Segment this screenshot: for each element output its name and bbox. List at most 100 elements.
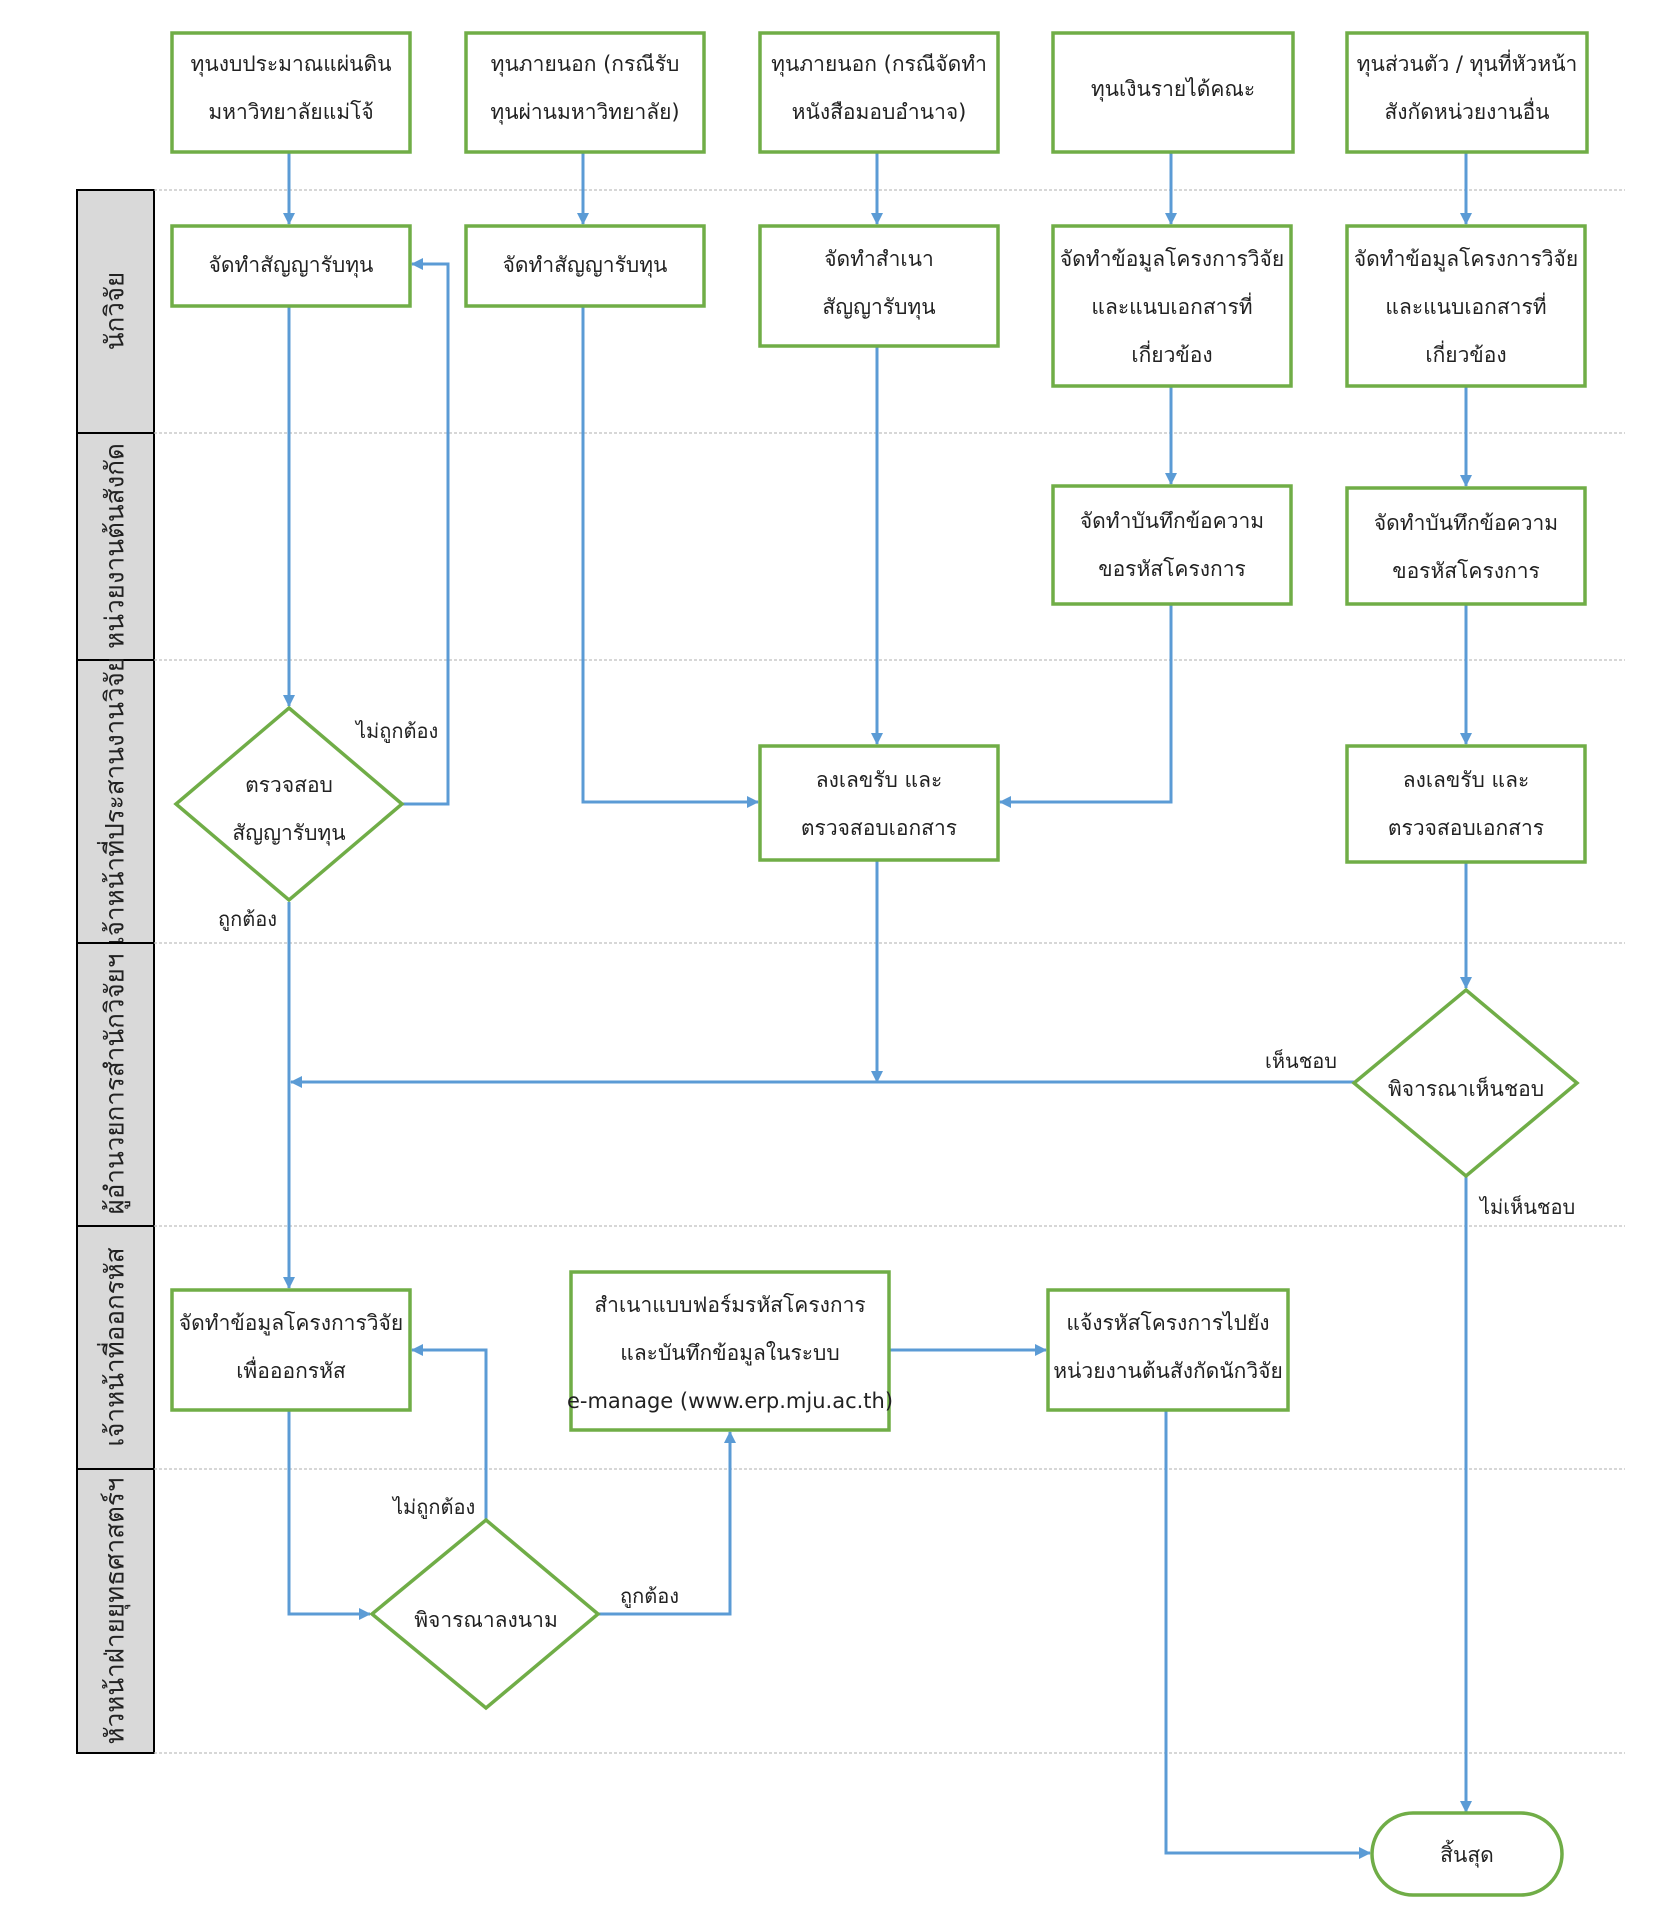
svg-text:จัดทำสำเนาสัญญารับทุน: จัดทำสำเนาสัญญารับทุน (822, 247, 935, 320)
node-line: แจ้งรหัสโครงการไปยัง (1066, 1311, 1269, 1335)
src5-node: ทุนส่วนตัว / ทุนที่หัวหน้าสังกัดหน่วยงาน… (1345, 31, 1589, 154)
arrow-d3-right-e2 (598, 1431, 736, 1616)
node-line: ทุนภายนอก (กรณีจัดทำ (771, 52, 987, 77)
lane-affiliated-unit: หน่วยงานต้นสังกัด (76, 432, 155, 661)
lane-label: ผู้อำนวยการสำนักวิจัยฯ (101, 953, 131, 1214)
lane-dividers (154, 189, 1625, 1754)
d1-decision: ตรวจสอบสัญญารับทุน (173, 705, 405, 903)
node-line: ลงเลขรับ และ (816, 768, 943, 792)
node-line: จัดทำข้อมูลโครงการวิจัย (1060, 247, 1284, 272)
d3-wrong-label: ไม่ถูกต้อง (391, 1495, 475, 1520)
d2-no-label: ไม่เห็นชอบ (1478, 1194, 1575, 1219)
arrow-m4-c3 (999, 604, 1173, 808)
lane-label: หน่วยงานต้นสังกัด (101, 443, 131, 649)
lane-label: เจ้าหน้าที่ออกรหัส (97, 1247, 131, 1446)
svg-text:ลงเลขรับ และตรวจสอบเอกสาร: ลงเลขรับ และตรวจสอบเอกสาร (801, 768, 957, 840)
arrow-e3-end (1164, 1410, 1371, 1859)
connectors (283, 152, 1472, 1859)
lane-research-coordinator: เจ้าหน้าที่ประสานงานวิจัย (76, 657, 155, 945)
node-line: สำเนาแบบฟอร์มรหัสโครงการ (594, 1293, 865, 1317)
svg-text:สำเนาแบบฟอร์มรหัสโครงการและบัน: สำเนาแบบฟอร์มรหัสโครงการและบันทึกข้อมูลใ… (567, 1293, 893, 1413)
arrow-d3-wrong-e1 (411, 1344, 488, 1520)
node-line: จัดทำสำเนา (824, 247, 934, 271)
node-line: จัดทำสัญญารับทุน (503, 253, 668, 278)
m4-node: จัดทำบันทึกข้อความขอรหัสโครงการ (1051, 484, 1293, 606)
node-line: เกี่ยวข้อง (1131, 340, 1212, 367)
c3-node: ลงเลขรับ และตรวจสอบเอกสาร (758, 744, 1000, 862)
branch-labels: ไม่ถูกต้อง ถูกต้อง เห็นชอบ ไม่เห็นชอบ ไม… (218, 719, 1575, 1609)
svg-text:จัดทำบันทึกข้อความขอรหัสโครงกา: จัดทำบันทึกข้อความขอรหัสโครงการ (1080, 509, 1264, 581)
d1-wrong-label: ไม่ถูกต้อง (354, 719, 438, 744)
c5-node: ลงเลขรับ และตรวจสอบเอกสาร (1345, 744, 1587, 864)
nodes: ทุนงบประมาณแผ่นดินมหาวิทยาลัยแม่โจ้ ทุนภ… (170, 31, 1589, 1897)
svg-text:จัดทำข้อมูลโครงการวิจัยและแนบเ: จัดทำข้อมูลโครงการวิจัยและแนบเอกสารที่เก… (1060, 247, 1284, 367)
arrow-e1-d3 (287, 1410, 371, 1620)
src3-node: ทุนภายนอก (กรณีจัดทำหนังสือมอบอำนาจ) (758, 31, 1000, 154)
r5-node: จัดทำข้อมูลโครงการวิจัยและแนบเอกสารที่เก… (1345, 224, 1587, 388)
lane-research-director: ผู้อำนวยการสำนักวิจัยฯ (76, 942, 155, 1227)
d2-decision: พิจารณาเห็นชอบ (1351, 987, 1580, 1179)
node-line: หน่วยงานต้นสังกัดนักวิจัย (1053, 1359, 1283, 1383)
r2-node: จัดทำสัญญารับทุน (464, 224, 706, 308)
node-line: หนังสือมอบอำนาจ) (792, 100, 967, 124)
e3-node: แจ้งรหัสโครงการไปยังหน่วยงานต้นสังกัดนัก… (1046, 1288, 1290, 1412)
lane-researcher: นักวิจัย (76, 189, 155, 434)
svg-text:สิ้นสุด: สิ้นสุด (1440, 1840, 1494, 1868)
r1-node: จัดทำสัญญารับทุน (170, 224, 412, 308)
node-line: ตรวจสอบเอกสาร (801, 816, 957, 840)
d1-right-label: ถูกต้อง (218, 907, 277, 932)
node-line: จัดทำข้อมูลโครงการวิจัย (179, 1311, 403, 1336)
node-line: สัญญารับทุน (822, 295, 935, 320)
m5-node: จัดทำบันทึกข้อความขอรหัสโครงการ (1345, 486, 1587, 606)
arrow-r2-c3 (581, 306, 759, 808)
svg-text:ทุนภายนอก (กรณีรับทุนผ่านมหาวิ: ทุนภายนอก (กรณีรับทุนผ่านมหาวิทยาลัย) (490, 52, 679, 125)
svg-text:ทุนงบประมาณแผ่นดินมหาวิทยาลัยแ: ทุนงบประมาณแผ่นดินมหาวิทยาลัยแม่โจ้ (191, 52, 392, 124)
node-line: ทุนงบประมาณแผ่นดิน (191, 52, 392, 77)
node-line: ตรวจสอบ (245, 773, 333, 797)
lane-label: หัวหน้าฝ่ายยุทธศาสตร์ฯ (101, 1478, 131, 1745)
svg-text:จัดทำข้อมูลโครงการวิจัยและแนบเ: จัดทำข้อมูลโครงการวิจัยและแนบเอกสารที่เก… (1354, 247, 1578, 367)
node-line: e-manage (www.erp.mju.ac.th) (567, 1389, 893, 1413)
node-line: และแนบเอกสารที่ (1385, 292, 1546, 319)
svg-text:ทุนภายนอก (กรณีจัดทำหนังสือมอบ: ทุนภายนอก (กรณีจัดทำหนังสือมอบอำนาจ) (771, 52, 987, 124)
e1-node: จัดทำข้อมูลโครงการวิจัยเพื่อออกรหัส (170, 1288, 412, 1412)
node-line: สัญญารับทุน (232, 821, 345, 846)
node-line: ทุนส่วนตัว / ทุนที่หัวหน้า (1357, 49, 1578, 77)
src2-node: ทุนภายนอก (กรณีรับทุนผ่านมหาวิทยาลัย) (464, 31, 706, 154)
node-line: และบันทึกข้อมูลในระบบ (620, 1341, 839, 1366)
arrow-d1-wrong-r1 (402, 258, 450, 806)
svg-text:จัดทำสัญญารับทุน: จัดทำสัญญารับทุน (503, 253, 668, 278)
svg-text:จัดทำบันทึกข้อความขอรหัสโครงกา: จัดทำบันทึกข้อความขอรหัสโครงการ (1374, 511, 1558, 583)
node-line: จัดทำบันทึกข้อความ (1374, 511, 1558, 535)
d3-right-label: ถูกต้อง (620, 1584, 679, 1609)
lane-code-officer: เจ้าหน้าที่ออกรหัส (76, 1225, 155, 1470)
svg-text:ทุนส่วนตัว / ทุนที่หัวหน้าสังก: ทุนส่วนตัว / ทุนที่หัวหน้าสังกัดหน่วยงาน… (1357, 49, 1578, 124)
node-line: ลงเลขรับ และ (1403, 768, 1530, 792)
node-line: สังกัดหน่วยงานอื่น (1384, 97, 1549, 124)
lane-strategy-head: หัวหน้าฝ่ายยุทธศาสตร์ฯ (76, 1468, 155, 1754)
svg-text:ตรวจสอบสัญญารับทุน: ตรวจสอบสัญญารับทุน (232, 773, 345, 846)
e2-node: สำเนาแบบฟอร์มรหัสโครงการและบันทึกข้อมูลใ… (567, 1270, 893, 1432)
svg-text:ทุนเงินรายได้คณะ: ทุนเงินรายได้คณะ (1091, 77, 1255, 102)
r4-node: จัดทำข้อมูลโครงการวิจัยและแนบเอกสารที่เก… (1051, 224, 1293, 388)
d3-decision: พิจารณาลงนาม (369, 1517, 601, 1711)
node-line: ทุนภายนอก (กรณีรับ (491, 52, 680, 77)
svg-text:จัดทำข้อมูลโครงการวิจัยเพื่อออ: จัดทำข้อมูลโครงการวิจัยเพื่อออกรหัส (179, 1311, 403, 1383)
svg-text:พิจารณาเห็นชอบ: พิจารณาเห็นชอบ (1388, 1075, 1544, 1101)
node-line: ขอรหัสโครงการ (1098, 557, 1246, 581)
node-line: เกี่ยวข้อง (1425, 340, 1506, 367)
swimlanes: นักวิจัย หน่วยงานต้นสังกัด เจ้าหน้าที่ปร… (76, 189, 1625, 1754)
node-line: สิ้นสุด (1440, 1840, 1494, 1868)
lane-label: นักวิจัย (101, 272, 131, 351)
node-line: ทุนผ่านมหาวิทยาลัย) (490, 100, 679, 125)
node-line: ขอรหัสโครงการ (1392, 559, 1540, 583)
end-terminator: สิ้นสุด (1370, 1811, 1564, 1897)
svg-text:แจ้งรหัสโครงการไปยังหน่วยงานต้: แจ้งรหัสโครงการไปยังหน่วยงานต้นสังกัดนัก… (1053, 1311, 1283, 1383)
node-line: จัดทำบันทึกข้อความ (1080, 509, 1264, 533)
node-line: เพื่อออกรหัส (236, 1356, 346, 1383)
node-line: จัดทำสัญญารับทุน (209, 253, 374, 278)
svg-text:จัดทำสัญญารับทุน: จัดทำสัญญารับทุน (209, 253, 374, 278)
node-line: พิจารณาเห็นชอบ (1388, 1075, 1544, 1101)
node-line: จัดทำข้อมูลโครงการวิจัย (1354, 247, 1578, 272)
node-line: พิจารณาลงนาม (414, 1608, 558, 1632)
